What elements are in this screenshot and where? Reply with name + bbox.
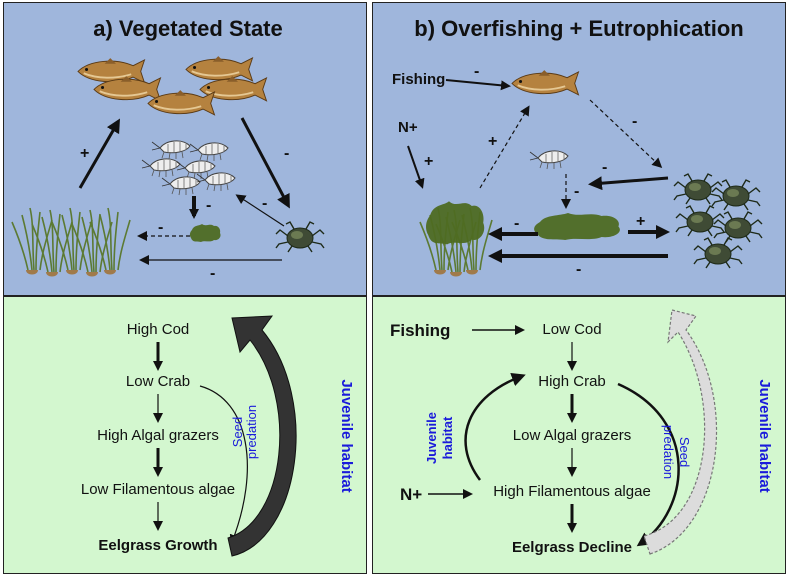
shrimp-icon: [529, 150, 569, 170]
cod-fish-icon: [511, 69, 580, 96]
crab-icon: [275, 221, 325, 253]
filamentous-algae-icon: [189, 224, 221, 242]
chain-a-2: High Algal grazers: [97, 427, 219, 444]
seagrass-icon: [11, 207, 131, 278]
sign-b-cod-crab: -: [632, 113, 637, 130]
seed-predation-a-1: Seed: [230, 417, 245, 447]
fishing-label-top: Fishing: [392, 71, 445, 88]
panel-b-bottom: [372, 296, 786, 574]
sign-a-grazer-algae: -: [206, 197, 211, 214]
seed-predation-b-1: Seed: [677, 437, 692, 467]
chain-a-4: Eelgrass Growth: [98, 537, 217, 554]
sign-b-algae-cod: +: [488, 133, 497, 150]
panel-a-bottom: [3, 296, 367, 574]
filamentous-algae-icon: [426, 201, 620, 245]
nutrient-label-top: N+: [398, 119, 418, 136]
chain-a-1: Low Crab: [126, 373, 190, 390]
sign-b-nutrient-algae: +: [424, 153, 433, 170]
sign-a-crab-grazer: -: [262, 195, 267, 212]
sign-a-crab-seagrass: -: [210, 265, 215, 282]
sign-a-seagrass-cod: +: [80, 145, 89, 162]
seed-predation-a-2: predation: [244, 405, 259, 459]
cod-fish-icon: [77, 55, 268, 116]
chain-b-1: High Crab: [538, 373, 606, 390]
fishing-text: Fishing: [390, 321, 450, 340]
chain-b-0: Low Cod: [542, 321, 601, 338]
panel-a-title: a) Vegetated State: [93, 16, 283, 41]
shrimp-icon: [141, 140, 236, 196]
sign-b-fishing-cod: -: [474, 63, 479, 80]
chain-a-3: Low Filamentous algae: [81, 481, 235, 498]
chain-b-4: Eelgrass Decline: [512, 539, 632, 556]
sign-b-algae-seagrass: -: [514, 215, 519, 232]
chain-b-3: High Filamentous algae: [493, 483, 651, 500]
sign-b-algae-crab: +: [636, 213, 645, 230]
sign-b-crab-shrimp: -: [602, 159, 607, 176]
chain-b-2: Low Algal grazers: [513, 427, 631, 444]
nutrient-text: N+: [400, 485, 422, 504]
sign-b-shrimp-algae: -: [574, 183, 579, 200]
sign-a-cod-crab: -: [284, 145, 289, 162]
juvenile-habitat-a: Juvenile habitat: [338, 379, 355, 492]
crab-icon: [673, 173, 763, 269]
sign-b-crab-seagrass: -: [576, 261, 581, 278]
sign-a-algae-seagrass: -: [158, 219, 163, 236]
chain-a-0: High Cod: [127, 321, 190, 338]
panel-b-title: b) Overfishing + Eutrophication: [414, 16, 743, 41]
juvenile-habitat-b-left-1: Juvenile: [424, 412, 439, 464]
juvenile-habitat-b-left-2: habitat: [440, 416, 455, 459]
juvenile-habitat-b-right: Juvenile habitat: [756, 379, 773, 492]
seed-predation-b-2: predation: [661, 425, 676, 479]
